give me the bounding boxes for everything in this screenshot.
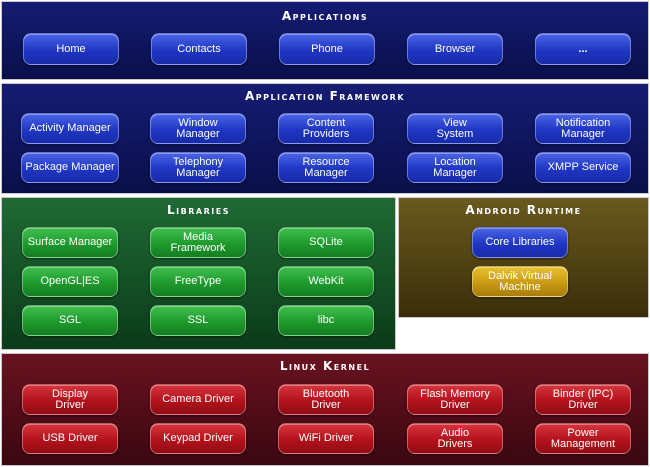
kernel-bluetooth-driver: Bluetooth Driver [278,384,374,415]
app-contacts: Contacts [151,33,247,65]
lib-opengl-es: OpenGL|ES [22,266,118,297]
framework-package-manager: Package Manager [21,152,119,183]
framework-title: Application Framework [244,89,406,103]
applications-title: Applications [281,9,369,23]
kernel-binder-ipc-driver: Binder (IPC) Driver [535,384,631,415]
kernel-keypad-driver: Keypad Driver [150,423,246,454]
runtime-core-libraries: Core Libraries [472,227,568,258]
app-phone: Phone [279,33,375,65]
applications-layer: Applications Home Contacts Phone Browser… [1,1,649,80]
kernel-flash-memory-driver: Flash Memory Driver [407,384,503,415]
app-home: Home [23,33,119,65]
runtime-dalvik-vm: Dalvik Virtual Machine [472,266,568,297]
framework-activity-manager: Activity Manager [21,113,119,144]
lib-ssl: SSL [150,305,246,336]
android-runtime-layer: Android Runtime Core Libraries Dalvik Vi… [398,197,649,318]
framework-telephony-manager: Telephony Manager [150,152,246,183]
libraries-layer: Libraries Surface Manager Media Framewor… [1,197,396,350]
lib-media-framework: Media Framework [150,227,246,258]
runtime-title: Android Runtime [465,203,582,217]
lib-webkit: WebKit [278,266,374,297]
kernel-power-management: Power Management [535,423,631,454]
framework-content-providers: Content Providers [278,113,374,144]
lib-surface-manager: Surface Manager [22,227,118,258]
libraries-title: Libraries [167,203,230,217]
lib-sqlite: SQLite [278,227,374,258]
app-browser: Browser [407,33,503,65]
kernel-audio-drivers: Audio Drivers [407,423,503,454]
kernel-camera-driver: Camera Driver [150,384,246,415]
kernel-wifi-driver: WiFi Driver [278,423,374,454]
kernel-usb-driver: USB Driver [22,423,118,454]
framework-resource-manager: Resource Manager [278,152,374,183]
framework-view-system: View System [407,113,503,144]
lib-libc: libc [278,305,374,336]
framework-notification-manager: Notification Manager [535,113,631,144]
framework-xmpp-service: XMPP Service [535,152,631,183]
kernel-title: Linux Kernel [279,359,371,373]
framework-location-manager: Location Manager [407,152,503,183]
framework-window-manager: Window Manager [150,113,246,144]
application-framework-layer: Application Framework Activity Manager W… [1,83,649,194]
lib-freetype: FreeType [150,266,246,297]
lib-sgl: SGL [22,305,118,336]
kernel-display-driver: Display Driver [22,384,118,415]
app-more: ... [535,33,631,65]
linux-kernel-layer: Linux Kernel Display Driver Camera Drive… [1,353,649,466]
